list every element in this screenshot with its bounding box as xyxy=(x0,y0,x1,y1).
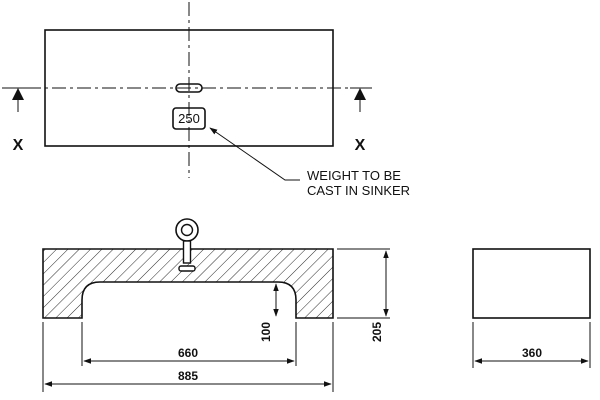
plan-view: 250 X X WEIGHT TO BE CAST IN SINKER xyxy=(2,2,410,198)
callout-text-2: CAST IN SINKER xyxy=(307,183,410,198)
callout-leader xyxy=(209,127,300,181)
elevation-view: 885 660 100 205 xyxy=(42,218,390,392)
callout-text-1: WEIGHT TO BE xyxy=(307,168,401,183)
dim-inner-length: 660 xyxy=(178,346,198,360)
section-label-right: X xyxy=(355,137,366,154)
lifting-eye xyxy=(175,218,199,272)
section-marker-left: X xyxy=(8,87,28,154)
weight-tag-box xyxy=(172,107,206,130)
end-view-outline xyxy=(472,248,591,319)
section-marker-right: X xyxy=(350,87,372,154)
dim-overall-height: 205 xyxy=(370,322,384,342)
dim-overall-length: 885 xyxy=(178,369,198,383)
sinker-section xyxy=(42,248,334,319)
end-view: 360 xyxy=(472,248,591,368)
lifting-slot xyxy=(175,83,203,93)
dim-recess-height: 100 xyxy=(259,322,273,342)
section-label-left: X xyxy=(13,137,24,154)
weight-tag-value: 250 xyxy=(178,111,200,126)
dim-width: 360 xyxy=(522,346,542,360)
